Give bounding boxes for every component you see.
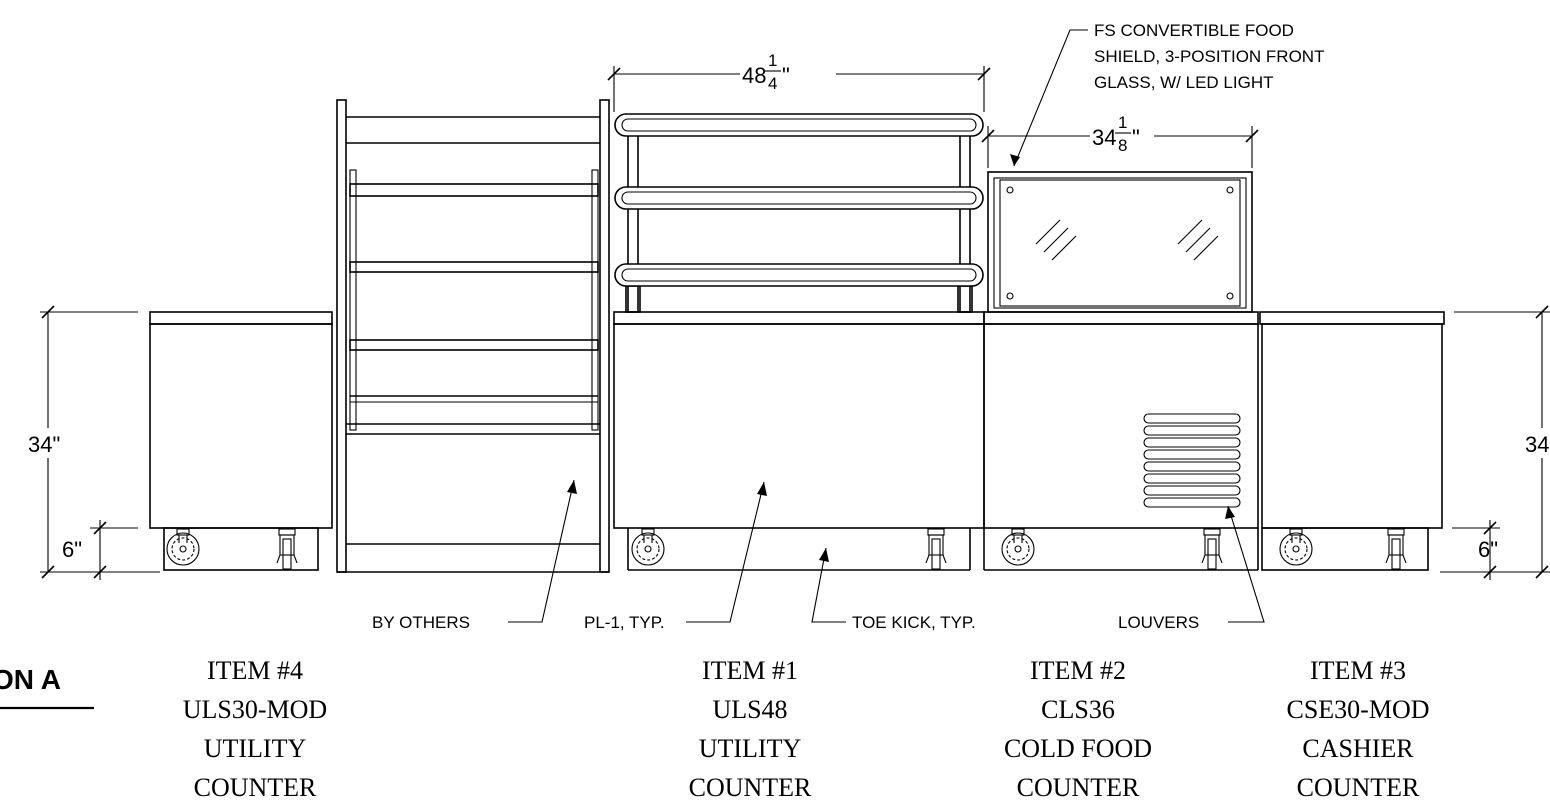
item3-model: CSE30-MOD	[1286, 695, 1429, 724]
toe-right: 6"	[1478, 537, 1498, 562]
height-right: 34	[1525, 432, 1549, 457]
shelf-width-num: 1	[768, 51, 777, 70]
pl1-label: PL-1, TYP.	[584, 613, 665, 632]
item4-desc: COUNTER	[194, 773, 317, 802]
dimension-right-heights: 34 6"	[1440, 305, 1550, 580]
shield-width-den: 8	[1118, 136, 1127, 155]
dimension-left-heights: 34" 6"	[28, 305, 160, 580]
item2-number: ITEM #2	[1030, 656, 1126, 685]
shield-width-whole: 34	[1092, 125, 1116, 150]
item2-model: CLS36	[1041, 695, 1115, 724]
item3-label: ITEM #3 CSE30-MOD CASHIER COUNTER	[1286, 656, 1429, 802]
section-title: ON A	[0, 664, 94, 710]
item3-desc: COUNTER	[1297, 773, 1420, 802]
section-title-text: ON A	[0, 664, 61, 695]
item1-type: UTILITY	[699, 734, 802, 763]
shield-width-num: 1	[1118, 113, 1127, 132]
item4-label: ITEM #4 ULS30-MOD UTILITY COUNTER	[183, 656, 327, 802]
food-shield-line3: GLASS, W/ LED LIGHT	[1094, 73, 1274, 92]
food-shield-line1: FS CONVERTIBLE FOOD	[1094, 21, 1294, 40]
shelf-width-unit: "	[782, 63, 790, 88]
item2-counter	[983, 171, 1259, 571]
callout-food-shield: FS CONVERTIBLE FOOD SHIELD, 3-POSITION F…	[1010, 21, 1324, 167]
shelf-width-den: 4	[768, 74, 777, 93]
by-others-unit	[336, 99, 610, 573]
callout-by-others: BY OTHERS	[372, 479, 577, 632]
item1-counter	[613, 113, 985, 571]
item2-label: ITEM #2 CLS36 COLD FOOD COUNTER	[1004, 656, 1152, 802]
toe-left: 6"	[62, 537, 82, 562]
callout-louvers: LOUVERS	[1118, 505, 1265, 632]
callout-pl1: PL-1, TYP.	[584, 481, 767, 632]
by-others-label: BY OTHERS	[372, 613, 470, 632]
item2-desc: COUNTER	[1017, 773, 1140, 802]
item4-counter	[149, 311, 333, 571]
item3-counter	[1259, 311, 1445, 571]
shield-width-unit: "	[1132, 125, 1140, 150]
item3-number: ITEM #3	[1310, 656, 1406, 685]
dimension-shelf-width: 48 1 4 "	[607, 51, 991, 112]
callout-toe-kick: TOE KICK, TYP.	[811, 547, 976, 632]
item1-label: ITEM #1 ULS48 UTILITY COUNTER	[689, 656, 812, 802]
shelf-width-whole: 48	[742, 63, 766, 88]
louvers	[1143, 413, 1241, 508]
item1-desc: COUNTER	[689, 773, 812, 802]
item2-type: COLD FOOD	[1004, 734, 1152, 763]
item1-number: ITEM #1	[702, 656, 798, 685]
item4-number: ITEM #4	[207, 656, 303, 685]
item3-type: CASHIER	[1302, 734, 1414, 763]
item1-model: ULS48	[712, 695, 787, 724]
item4-model: ULS30-MOD	[183, 695, 327, 724]
louvers-label: LOUVERS	[1118, 613, 1199, 632]
height-left: 34"	[28, 432, 60, 457]
item4-type: UTILITY	[204, 734, 307, 763]
food-shield-line2: SHIELD, 3-POSITION FRONT	[1094, 47, 1324, 66]
toe-kick-label: TOE KICK, TYP.	[852, 613, 976, 632]
dimension-shield-width: 34 1 8 "	[981, 113, 1259, 168]
